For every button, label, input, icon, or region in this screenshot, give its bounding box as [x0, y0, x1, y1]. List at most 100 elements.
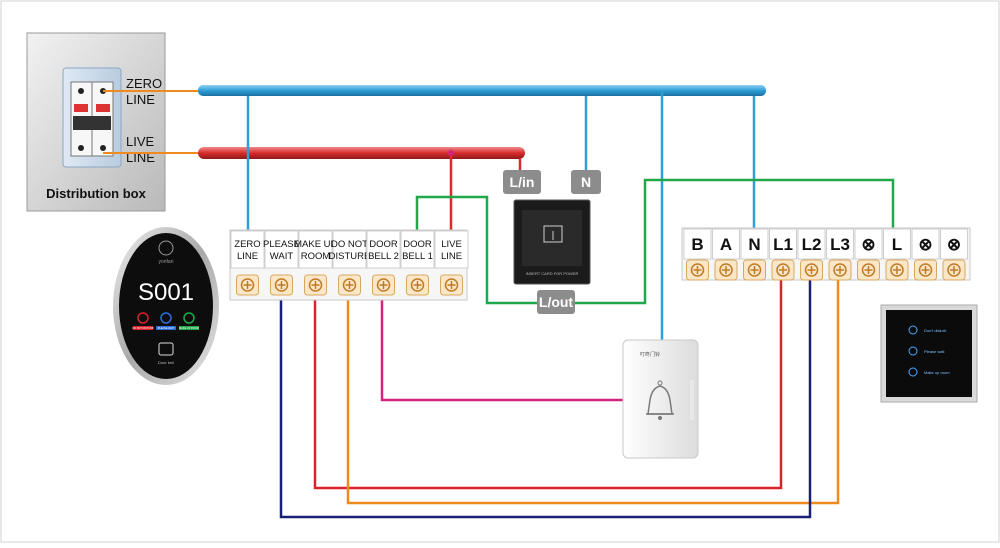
bell-icon — [647, 385, 673, 415]
right-terminal-label: L3 — [830, 235, 850, 254]
wait-to-l2 — [279, 278, 812, 519]
zero-line-label-1: ZERO — [126, 76, 162, 91]
left-terminal-label: ROOM — [301, 251, 331, 262]
right-terminal-label-cell — [940, 228, 968, 260]
right-terminal-label: ⊗ — [947, 235, 961, 254]
left-terminal-label: MAKE UP — [294, 239, 337, 250]
doorbell-label: 叮咚门铃 — [640, 351, 660, 358]
zero-line-label-2: LINE — [126, 92, 155, 107]
right-terminal-label-cell — [712, 228, 740, 260]
makeup-touch-label[interactable]: Make up room — [924, 370, 950, 375]
card-slot-icon — [543, 225, 563, 243]
card-slot-area — [522, 210, 582, 266]
doorplate-brand: yonfan — [158, 259, 173, 265]
terminal-screw-head — [833, 263, 847, 277]
makeup-indicator-icon — [183, 312, 195, 324]
doorplate-face — [119, 233, 213, 379]
room-number: S001 — [138, 279, 194, 306]
left-terminal-label-cell — [264, 230, 299, 269]
right-terminal-label: L — [892, 235, 902, 254]
right-terminal-label-cell — [683, 228, 712, 260]
right-terminal-label-cell — [883, 228, 911, 260]
neutral-main-cable — [198, 85, 766, 96]
terminal-screw-head — [308, 278, 323, 292]
bell1-to-lout — [415, 195, 537, 305]
right-terminal-label: ⊗ — [861, 235, 875, 254]
lout-label: L/out — [539, 294, 574, 310]
right-terminal-label: L2 — [802, 235, 822, 254]
live-junction — [448, 150, 454, 156]
breaker-indicator — [74, 104, 88, 112]
right-terminal-label-cell — [826, 228, 854, 260]
left-terminal-label-cell — [298, 230, 333, 269]
left-terminal-label-cell — [434, 230, 469, 269]
left-terminal-label: DOOR — [369, 239, 398, 250]
doorbell-button-label: Door bell — [158, 360, 174, 365]
right-terminal-label-cell — [854, 228, 883, 260]
distribution-box: ZERO LINE LIVE LINE Distribution box — [26, 32, 200, 212]
terminal-screw-head — [444, 278, 459, 292]
doorplate: yonfan S001 DO NOT DISTURB PLEASE WAIT M… — [113, 227, 219, 385]
dnd-button-label: DO NOT DISTURB — [132, 327, 154, 330]
left-terminal-label: PLEASE — [263, 239, 300, 250]
wait-touch-label[interactable]: Please wait — [924, 349, 945, 354]
terminal-screw-head — [376, 278, 391, 292]
terminal-screw-head — [690, 263, 705, 277]
terminal-screw-head — [240, 278, 255, 292]
touch-panel: Don't disturb Please wait Make up room — [880, 304, 978, 403]
card-switch: L/in N INSERT CARD FOR POWER L/out — [503, 170, 601, 314]
lout-to-l-terminal — [575, 178, 895, 305]
dnd-label-bar — [133, 326, 153, 330]
left-terminal-label: LINE — [237, 251, 258, 262]
left-terminal-label: DOOR — [403, 239, 432, 250]
right-terminal-label-cell — [911, 228, 940, 260]
doorbell-side-groove — [690, 380, 694, 420]
left-terminal-label: WAIT — [270, 251, 294, 262]
live-line-label-1: LIVE — [126, 134, 155, 149]
left-terminal-label: LIVE — [441, 239, 462, 250]
doorbell: 叮咚门铃 — [622, 339, 699, 459]
dnd-touch-icon — [908, 325, 918, 335]
right-terminal-label: ⊗ — [918, 235, 932, 254]
left-terminal-label-cell — [366, 230, 401, 269]
n-label-box — [571, 170, 601, 194]
left-terminal-label: BELL 1 — [402, 251, 433, 262]
terminal-screw-head — [410, 278, 425, 292]
bell-icon-top — [657, 380, 663, 386]
wait-touch-icon — [908, 346, 918, 356]
terminal-screw-head — [719, 263, 733, 277]
terminal-screw-head — [776, 263, 790, 277]
terminal-screw-head — [947, 263, 961, 277]
terminal-screw-head — [861, 263, 876, 277]
terminal-screw-head — [274, 278, 289, 292]
left-terminal-label: DISTURB — [329, 251, 371, 262]
live-main-cable — [198, 147, 525, 159]
terminal-screw — [100, 145, 106, 151]
right-terminal-label-cell — [769, 228, 797, 260]
makeup-touch-icon — [908, 367, 918, 377]
wait-indicator-icon — [160, 312, 172, 324]
left-terminal-label: ZERO — [234, 239, 260, 250]
touch-panel-face — [886, 310, 972, 397]
terminal-screw — [78, 145, 84, 151]
n-label: N — [581, 174, 591, 190]
brand-logo-icon — [158, 240, 174, 256]
makeup-button-label: MAKE UP ROOM — [179, 327, 199, 330]
lin-label-box — [503, 170, 541, 194]
left-terminal-label: DO NOT — [331, 239, 368, 250]
left-terminal-label: BELL 2 — [368, 251, 399, 262]
dnd-touch-label[interactable]: Don't disturb — [924, 328, 947, 333]
right-terminal-label: L1 — [773, 235, 793, 254]
wires — [246, 92, 895, 519]
makeup-label-bar — [179, 326, 199, 330]
terminal-screw-head — [342, 278, 357, 292]
dnd-to-l3 — [346, 278, 840, 505]
card-switch-caption: INSERT CARD FOR POWER — [526, 271, 579, 276]
left-terminal-label-cell — [400, 230, 435, 269]
makeup-to-l1 — [313, 278, 783, 490]
right-terminal-label-cell — [797, 228, 826, 260]
